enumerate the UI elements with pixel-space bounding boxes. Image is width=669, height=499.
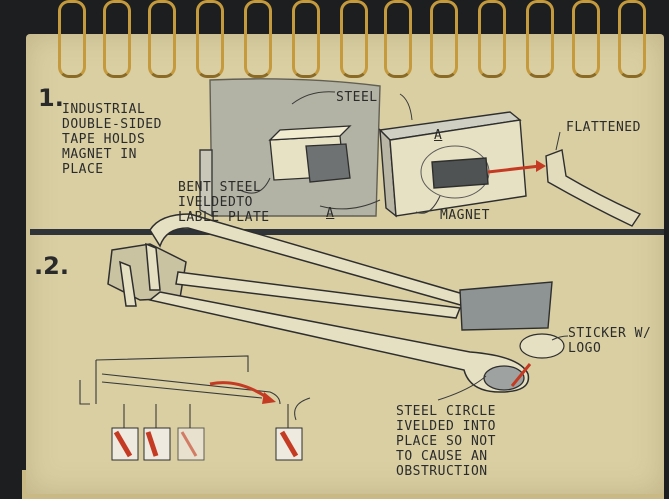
tape-note: INDUSTRIAL DOUBLE-SIDED TAPE HOLDS MAGNE… — [62, 102, 162, 177]
section-a-mark-plate: A — [434, 128, 443, 143]
hanging-tags — [111, 404, 303, 461]
steel-label: STEEL — [336, 90, 378, 105]
magnet-block-drawing — [268, 125, 352, 183]
spiral-ring — [430, 0, 458, 78]
flattened-label: FLATTENED — [566, 120, 641, 135]
red-arrow — [487, 164, 541, 174]
spiral-ring — [148, 0, 176, 78]
spiral-ring — [103, 0, 131, 78]
spiral-ring — [292, 0, 320, 78]
step-2-number: .2. — [34, 252, 69, 280]
red-arrow — [510, 363, 532, 387]
rod-hanger-drawing — [107, 213, 530, 393]
spiral-ring — [478, 0, 506, 78]
red-arrowhead — [536, 160, 546, 172]
spiral-ring — [340, 0, 368, 78]
steel-circle-note: STEEL CIRCLE IVELDED INTO PLACE SO NOT T… — [396, 404, 496, 479]
spiral-ring — [384, 0, 412, 78]
section-a-mark: A — [326, 206, 335, 221]
red-arrowhead — [262, 392, 276, 404]
section-divider — [30, 229, 664, 235]
red-arrow — [209, 381, 269, 400]
sign-plate-drawing — [459, 281, 553, 331]
leader-lines — [239, 91, 561, 214]
bent-steel-note: BENT STEEL IVELDEDTO LABLE PLATE — [178, 180, 270, 225]
spiral-ring — [618, 0, 646, 78]
magnet-label: MAGNET — [440, 208, 490, 223]
spiral-ring — [196, 0, 224, 78]
sticker-note: STICKER W/ LOGO — [568, 326, 652, 356]
spiral-ring — [526, 0, 554, 78]
label-plate-drawing — [378, 111, 527, 218]
step-1-number: 1. — [38, 84, 64, 112]
leader-lines — [294, 335, 569, 421]
spiral-ring — [58, 0, 86, 78]
spiral-ring — [244, 0, 272, 78]
flattened-bar-drawing — [545, 149, 642, 227]
side-view-drawing — [79, 355, 281, 405]
spiral-ring — [572, 0, 600, 78]
